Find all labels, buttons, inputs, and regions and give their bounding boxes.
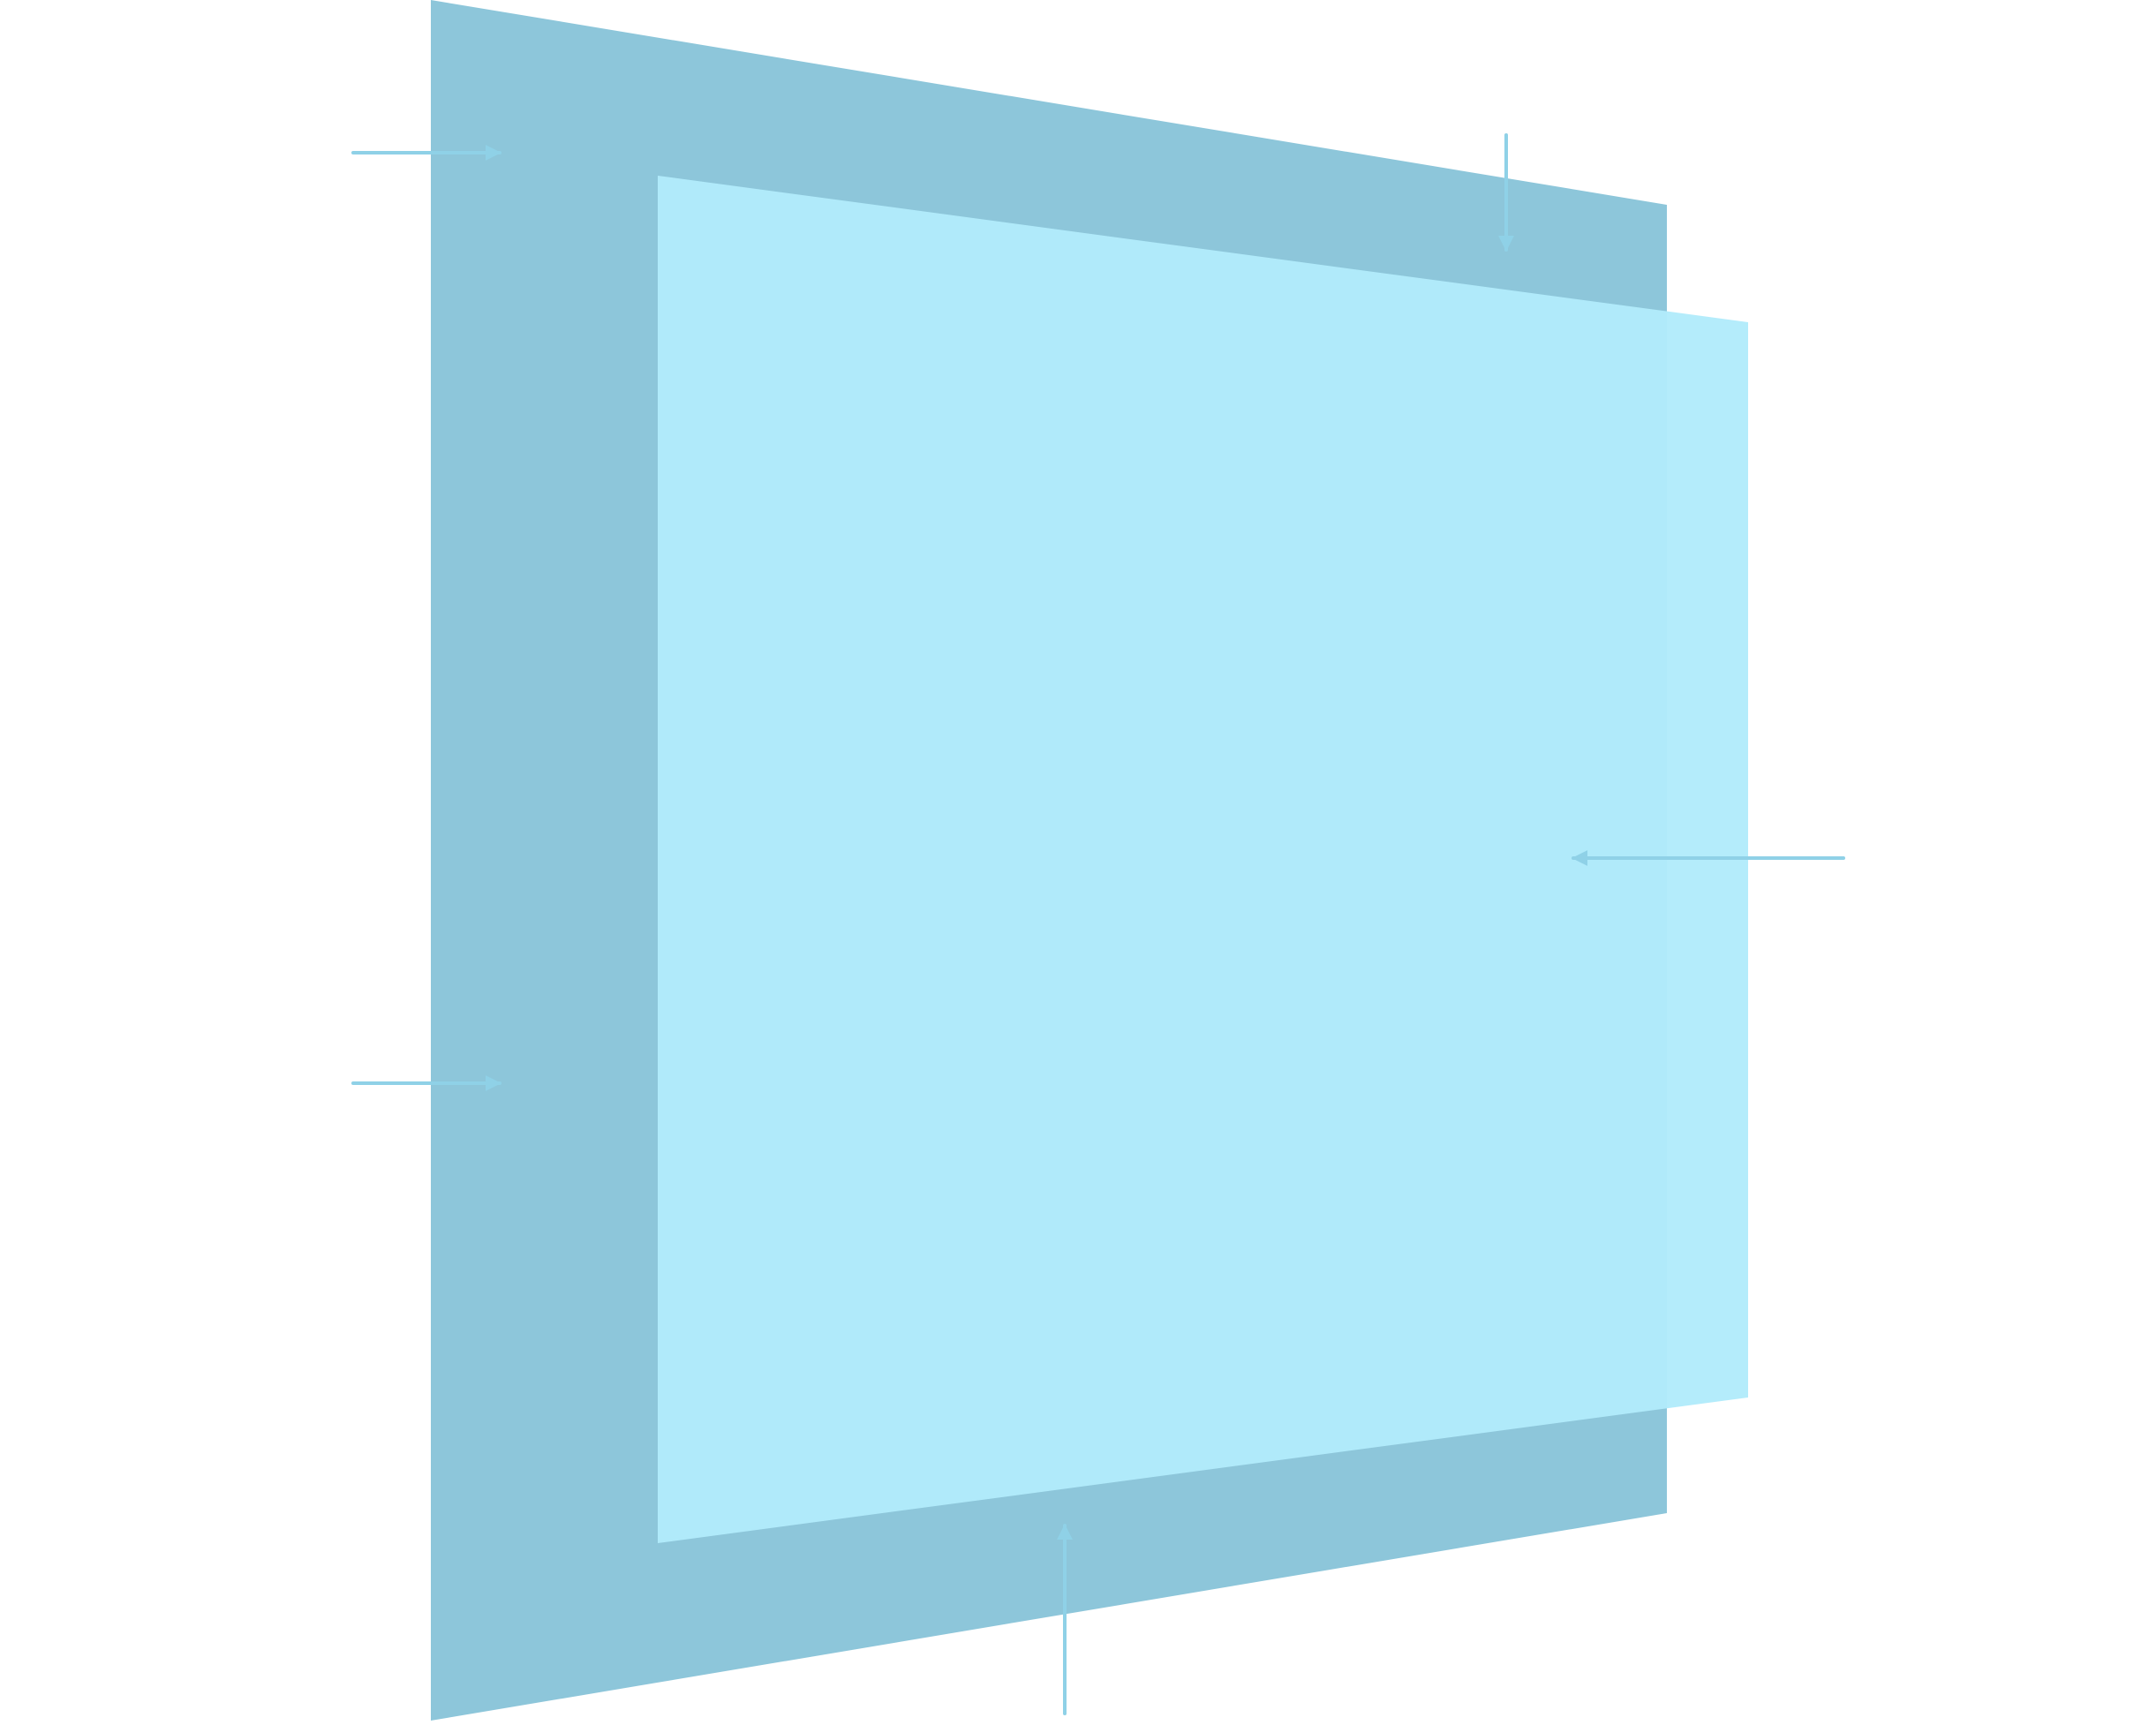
front-panel — [658, 176, 1748, 1543]
